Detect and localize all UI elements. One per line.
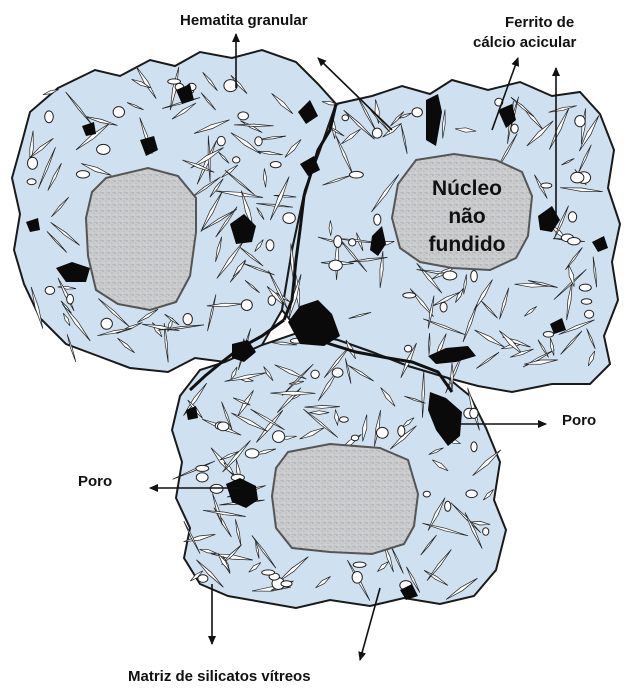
hematite-granule bbox=[423, 491, 430, 497]
hematite-granule bbox=[238, 112, 249, 120]
hematite-granule bbox=[67, 294, 74, 304]
hematite-granule bbox=[281, 581, 292, 587]
hematite-granule bbox=[353, 562, 366, 567]
hematite-granule bbox=[443, 271, 457, 280]
hematite-granule bbox=[311, 370, 319, 378]
hematite-granule bbox=[372, 128, 382, 138]
hematite-granule bbox=[404, 345, 411, 352]
hematite-granule bbox=[45, 286, 55, 294]
hematite-granule bbox=[445, 501, 451, 511]
hematite-granule bbox=[579, 284, 591, 291]
hematite-granule bbox=[376, 427, 388, 438]
hematite-granule bbox=[45, 111, 54, 123]
hematite-granule bbox=[183, 314, 192, 325]
hematite-granule bbox=[470, 408, 478, 418]
label-ferrito-line2: cálcio acicular bbox=[473, 34, 576, 52]
hematite-granule bbox=[233, 157, 240, 163]
hematite-granule bbox=[245, 449, 259, 458]
label-poro-right: Poro bbox=[562, 412, 596, 430]
label-ferrito-line1: Ferrito de bbox=[505, 14, 574, 32]
hematite-granule bbox=[543, 332, 553, 338]
hematite-granule bbox=[266, 240, 274, 251]
hematite-granule bbox=[466, 490, 477, 498]
hematite-granule bbox=[241, 300, 252, 311]
hematite-granule bbox=[28, 157, 38, 169]
label-nucleo-line3: fundido bbox=[414, 232, 520, 258]
hematite-granule bbox=[262, 570, 275, 575]
hematite-granule bbox=[196, 465, 209, 471]
label-poro-left: Poro bbox=[78, 473, 112, 491]
hematite-granule bbox=[568, 238, 581, 245]
unfused-nucleus bbox=[272, 444, 418, 554]
hematite-granule bbox=[198, 575, 208, 583]
hematite-granule bbox=[483, 528, 489, 536]
hematite-granule bbox=[255, 137, 262, 146]
hematite-granule bbox=[471, 442, 477, 452]
hematite-granule bbox=[332, 368, 343, 377]
hematite-granule bbox=[351, 435, 358, 441]
label-hematita-granular: Hematita granular bbox=[180, 12, 308, 30]
hematite-granule bbox=[471, 271, 478, 282]
hematite-granule bbox=[113, 107, 124, 118]
hematite-granule bbox=[268, 296, 275, 306]
hematite-granule bbox=[374, 214, 381, 225]
hematite-granule bbox=[342, 115, 349, 121]
hematite-granule bbox=[340, 417, 349, 423]
hematite-granule bbox=[334, 236, 342, 248]
hematite-granule bbox=[283, 213, 295, 224]
hematite-granule bbox=[329, 260, 342, 271]
hematite-granule bbox=[511, 124, 518, 133]
hematite-granule bbox=[585, 310, 594, 318]
hematite-granule bbox=[412, 108, 422, 117]
label-nucleo-line1: Núcleo bbox=[420, 176, 514, 202]
hematite-granule bbox=[440, 302, 447, 312]
hematite-granule bbox=[196, 473, 208, 482]
hematite-granule bbox=[76, 171, 89, 178]
label-nucleo-line2: não bbox=[420, 204, 514, 230]
hematite-granule bbox=[575, 116, 585, 127]
hematite-granule bbox=[350, 171, 364, 178]
hematite-granule bbox=[581, 299, 591, 305]
hematite-granule bbox=[27, 179, 36, 185]
label-matriz-silicatos: Matriz de silicatos vítreos bbox=[128, 668, 311, 686]
hematite-granule bbox=[97, 144, 110, 154]
hematite-granule bbox=[218, 422, 229, 431]
hematite-granule bbox=[398, 426, 405, 437]
hematite-granule bbox=[571, 172, 584, 183]
hematite-granule bbox=[349, 239, 356, 246]
unfused-nucleus bbox=[86, 168, 196, 310]
hematite-granule bbox=[541, 183, 552, 188]
hematite-granule bbox=[352, 572, 362, 584]
hematite-granule bbox=[210, 484, 223, 493]
hematite-granule bbox=[101, 318, 112, 329]
hematite-granule bbox=[568, 212, 576, 222]
hematite-granule bbox=[224, 80, 237, 92]
hematite-granule bbox=[217, 136, 225, 145]
hematite-granule bbox=[403, 293, 416, 298]
hematite-granule bbox=[270, 162, 281, 168]
hematite-granule bbox=[273, 431, 285, 443]
